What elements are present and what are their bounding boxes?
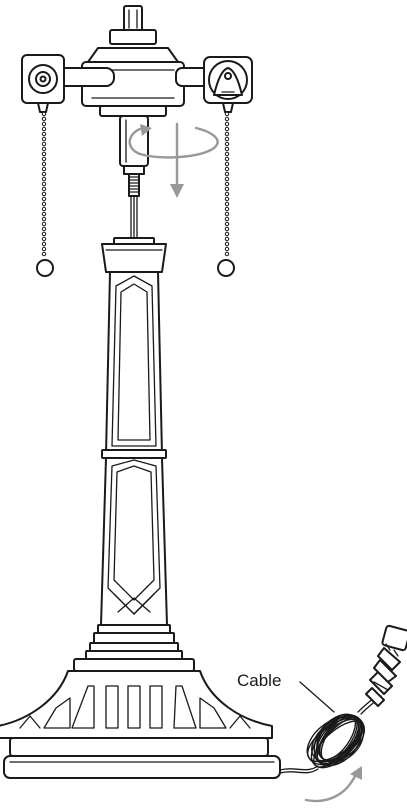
column-collar	[101, 237, 167, 273]
chain-bead	[224, 246, 230, 252]
down-arrow-icon	[170, 122, 184, 198]
chain-bead	[41, 141, 47, 147]
column-lower	[100, 457, 168, 626]
chain-bead	[224, 131, 230, 137]
chain-bead	[224, 151, 230, 157]
chain-bead	[224, 161, 230, 167]
cable-coil	[306, 713, 365, 769]
plug-icon	[365, 624, 407, 707]
base-collar	[73, 624, 195, 672]
chain-bead	[224, 241, 230, 247]
chain-bead	[41, 146, 47, 152]
finial	[109, 5, 157, 45]
chain-bead	[224, 221, 230, 227]
cable-callout: Cable	[237, 671, 335, 713]
chain-bead	[41, 131, 47, 137]
chain-bead	[41, 241, 47, 247]
callout-leader-line	[299, 681, 335, 713]
chain-bead	[41, 111, 47, 117]
chain-bead	[224, 116, 230, 122]
chain-bead	[224, 176, 230, 182]
chain-bead	[41, 156, 47, 162]
pull-chain-right	[224, 111, 230, 257]
chain-bead	[41, 246, 47, 252]
lamp-base	[0, 670, 281, 779]
coil-loop	[316, 715, 361, 766]
cable-label: Cable	[237, 671, 281, 690]
chain-bead	[224, 216, 230, 222]
chain-bead	[41, 136, 47, 142]
chain-bead	[41, 226, 47, 232]
chain-bead	[41, 171, 47, 177]
chain-bead	[224, 166, 230, 172]
chain-bead	[224, 111, 230, 117]
chain-bead	[224, 181, 230, 187]
right-socket	[175, 56, 253, 113]
rotate-arrow-icon	[128, 124, 219, 159]
chain-bead	[224, 141, 230, 147]
chain-bead	[224, 251, 230, 257]
chain-bead	[41, 206, 47, 212]
chain-bead	[41, 116, 47, 122]
chain-bead	[41, 211, 47, 217]
chain-bead	[41, 186, 47, 192]
chain-bead	[224, 201, 230, 207]
curve-arrow-icon	[304, 766, 362, 803]
neck	[119, 115, 149, 175]
chain-bead	[224, 211, 230, 217]
pull-chain-left	[41, 111, 47, 257]
pull-chain-ball-left	[36, 259, 54, 277]
chain-bead	[224, 171, 230, 177]
coil-loop	[306, 715, 365, 766]
chain-bead	[41, 236, 47, 242]
chain-bead	[41, 121, 47, 127]
chain-bead	[224, 126, 230, 132]
chain-bead	[224, 226, 230, 232]
chain-bead	[41, 191, 47, 197]
cable	[279, 765, 319, 774]
chain-bead	[41, 196, 47, 202]
column-upper	[101, 271, 167, 459]
chain-bead	[41, 151, 47, 157]
chain-bead	[41, 221, 47, 227]
chain-bead	[41, 216, 47, 222]
chain-bead	[224, 136, 230, 142]
chain-bead	[224, 146, 230, 152]
chain-bead	[41, 231, 47, 237]
chain-bead	[224, 236, 230, 242]
chain-bead	[224, 121, 230, 127]
chain-bead	[41, 161, 47, 167]
chain-bead	[41, 176, 47, 182]
chain-bead	[224, 156, 230, 162]
chain-bead	[224, 196, 230, 202]
chain-bead	[41, 251, 47, 257]
chain-bead	[224, 186, 230, 192]
chain-bead	[41, 201, 47, 207]
pull-chain-ball-right	[217, 259, 235, 277]
chain-bead	[41, 181, 47, 187]
chain-bead	[41, 126, 47, 132]
chain-bead	[41, 166, 47, 172]
threaded-nipple	[128, 173, 140, 197]
chain-bead	[224, 231, 230, 237]
left-socket	[21, 54, 115, 113]
chain-bead	[224, 206, 230, 212]
chain-bead	[224, 191, 230, 197]
